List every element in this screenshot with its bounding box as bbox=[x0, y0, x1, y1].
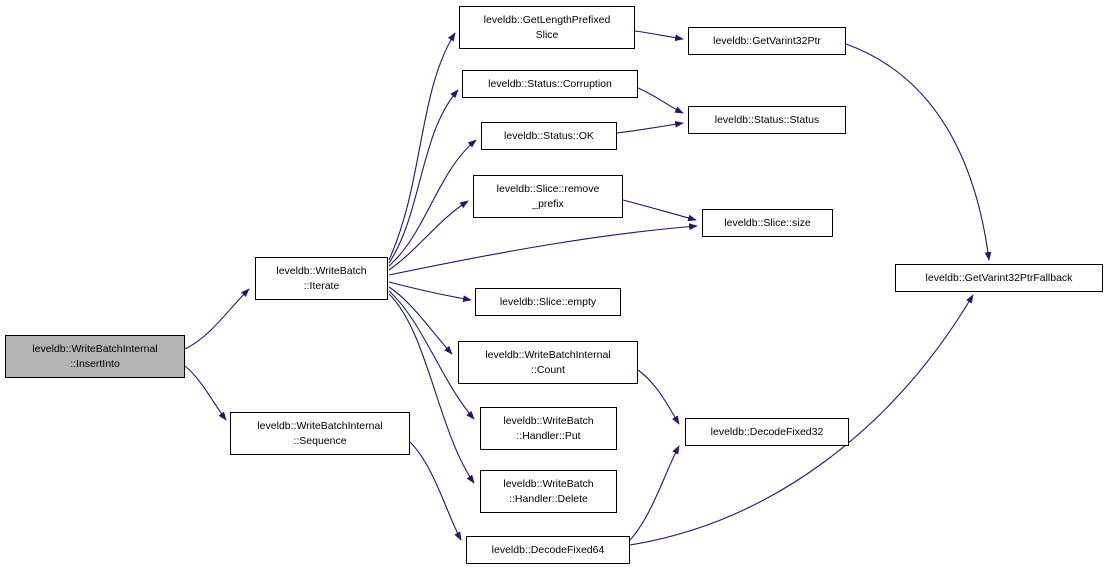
node-slice-size[interactable]: leveldb::Slice::size bbox=[702, 209, 833, 237]
node-getvarint32ptrfallback[interactable]: leveldb::GetVarint32PtrFallback bbox=[895, 264, 1103, 292]
node-label: leveldb::WriteBatch ::Iterate bbox=[276, 265, 367, 292]
node-decodefixed64[interactable]: leveldb::DecodeFixed64 bbox=[466, 536, 630, 564]
node-label: leveldb::DecodeFixed32 bbox=[710, 425, 824, 438]
node-label: leveldb::Slice::remove _prefix bbox=[496, 183, 600, 210]
edge-decodefixed64-to-getvarint32ptrfallback bbox=[629, 294, 974, 546]
edge-getvarint32ptr-to-getvarint32ptrfallback bbox=[845, 43, 992, 261]
node-label: leveldb::WriteBatchInternal ::Count bbox=[485, 349, 611, 376]
node-status-ok[interactable]: leveldb::Status::OK bbox=[481, 122, 617, 150]
node-label: leveldb::Status::Status bbox=[714, 113, 820, 126]
node-slice-empty[interactable]: leveldb::Slice::empty bbox=[475, 288, 621, 316]
edge-ok-to-statusstatus bbox=[616, 121, 684, 134]
node-label: leveldb::Slice::size bbox=[724, 216, 811, 229]
edge-iterate-to-size bbox=[388, 223, 698, 276]
edge-iterate-to-handlerdelete bbox=[388, 293, 475, 484]
edge-iterate-to-removeprefix bbox=[388, 200, 469, 271]
node-label: leveldb::WriteBatch ::Handler::Delete bbox=[503, 478, 594, 505]
node-label: leveldb::GetLengthPrefixed Slice bbox=[483, 14, 611, 41]
edge-insertinto-to-iterate bbox=[184, 288, 250, 350]
edge-count-to-decodefixed32 bbox=[637, 369, 680, 425]
node-label: leveldb::GetVarint32Ptr bbox=[713, 34, 821, 47]
edge-removeprefix-to-size bbox=[622, 199, 697, 222]
node-writebatchinternal-count[interactable]: leveldb::WriteBatchInternal ::Count bbox=[458, 341, 638, 384]
edge-iterate-to-handlerput bbox=[388, 290, 475, 420]
node-label: leveldb::WriteBatch ::Handler::Put bbox=[503, 415, 594, 442]
edge-iterate-to-getlengthprefixedslice bbox=[388, 32, 456, 261]
node-slice-remove-prefix[interactable]: leveldb::Slice::remove _prefix bbox=[473, 175, 623, 218]
edge-decodefixed64-to-decodefixed32 bbox=[629, 445, 680, 541]
node-label: leveldb::GetVarint32PtrFallback bbox=[925, 271, 1073, 284]
node-writebatchinternal-sequence[interactable]: leveldb::WriteBatchInternal ::Sequence bbox=[230, 412, 410, 455]
node-label: leveldb::DecodeFixed64 bbox=[491, 543, 605, 556]
node-decodefixed32[interactable]: leveldb::DecodeFixed32 bbox=[685, 418, 849, 446]
edge-sequence-to-decodefixed64 bbox=[409, 441, 462, 541]
node-writebatch-handler-put[interactable]: leveldb::WriteBatch ::Handler::Put bbox=[480, 407, 617, 450]
node-writebatch-handler-delete[interactable]: leveldb::WriteBatch ::Handler::Delete bbox=[480, 470, 617, 513]
node-label: leveldb::WriteBatchInternal ::Sequence bbox=[257, 420, 383, 447]
node-status-status[interactable]: leveldb::Status::Status bbox=[688, 106, 846, 134]
edge-getlengthprefixedslice-to-getvarint32ptr bbox=[634, 30, 684, 42]
node-getvarint32ptr[interactable]: leveldb::GetVarint32Ptr bbox=[688, 27, 846, 55]
node-label: leveldb::WriteBatchInternal ::InsertInto bbox=[32, 343, 158, 370]
edge-iterate-to-ok bbox=[388, 139, 477, 267]
edge-corruption-to-statusstatus bbox=[637, 87, 684, 114]
node-getlengthprefixedslice[interactable]: leveldb::GetLengthPrefixed Slice bbox=[459, 6, 635, 49]
node-writebatchinternal-insertinto[interactable]: leveldb::WriteBatchInternal ::InsertInto bbox=[5, 335, 185, 378]
edge-iterate-to-corruption bbox=[388, 89, 459, 264]
edge-iterate-to-empty bbox=[388, 281, 472, 302]
node-label: leveldb::Status::OK bbox=[504, 129, 594, 142]
node-writebatch-iterate[interactable]: leveldb::WriteBatch ::Iterate bbox=[255, 257, 388, 300]
edge-iterate-to-count bbox=[388, 286, 453, 355]
node-label: leveldb::Status::Corruption bbox=[488, 77, 612, 90]
node-status-corruption[interactable]: leveldb::Status::Corruption bbox=[462, 70, 638, 98]
edge-insertinto-to-sequence bbox=[184, 365, 227, 421]
node-label: leveldb::Slice::empty bbox=[499, 295, 597, 308]
